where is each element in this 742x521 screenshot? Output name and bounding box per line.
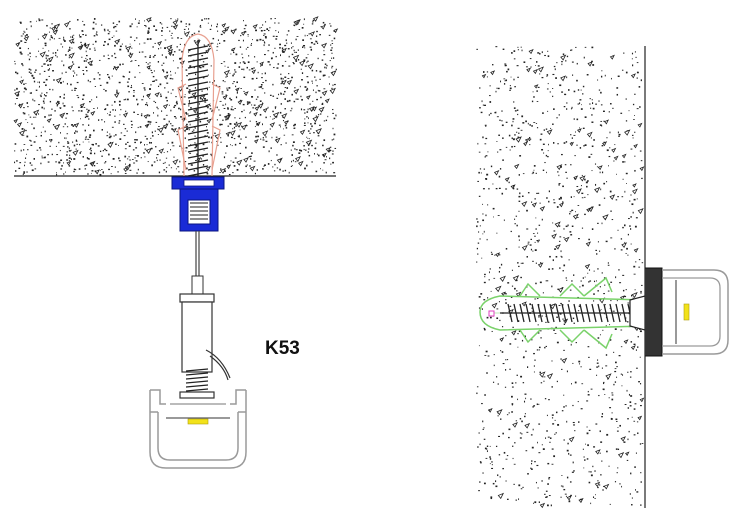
led-profile-ceiling bbox=[149, 389, 247, 469]
ceiling-mount-assembly bbox=[13, 16, 339, 469]
wall-screw-head bbox=[629, 295, 646, 331]
ceiling-clamp bbox=[171, 176, 225, 232]
wall-screw bbox=[500, 303, 633, 323]
cable-gripper bbox=[179, 293, 231, 399]
wall-concrete bbox=[476, 46, 645, 509]
ceiling-concrete bbox=[13, 16, 339, 176]
wall-mount-assembly bbox=[476, 46, 729, 509]
dowel-marker bbox=[488, 310, 495, 317]
ceiling-screw bbox=[187, 40, 209, 177]
model-label: K53 bbox=[265, 338, 300, 359]
suspension-cable bbox=[191, 231, 204, 295]
ceiling-dowel bbox=[177, 33, 221, 177]
led-profile-wall bbox=[645, 267, 729, 357]
